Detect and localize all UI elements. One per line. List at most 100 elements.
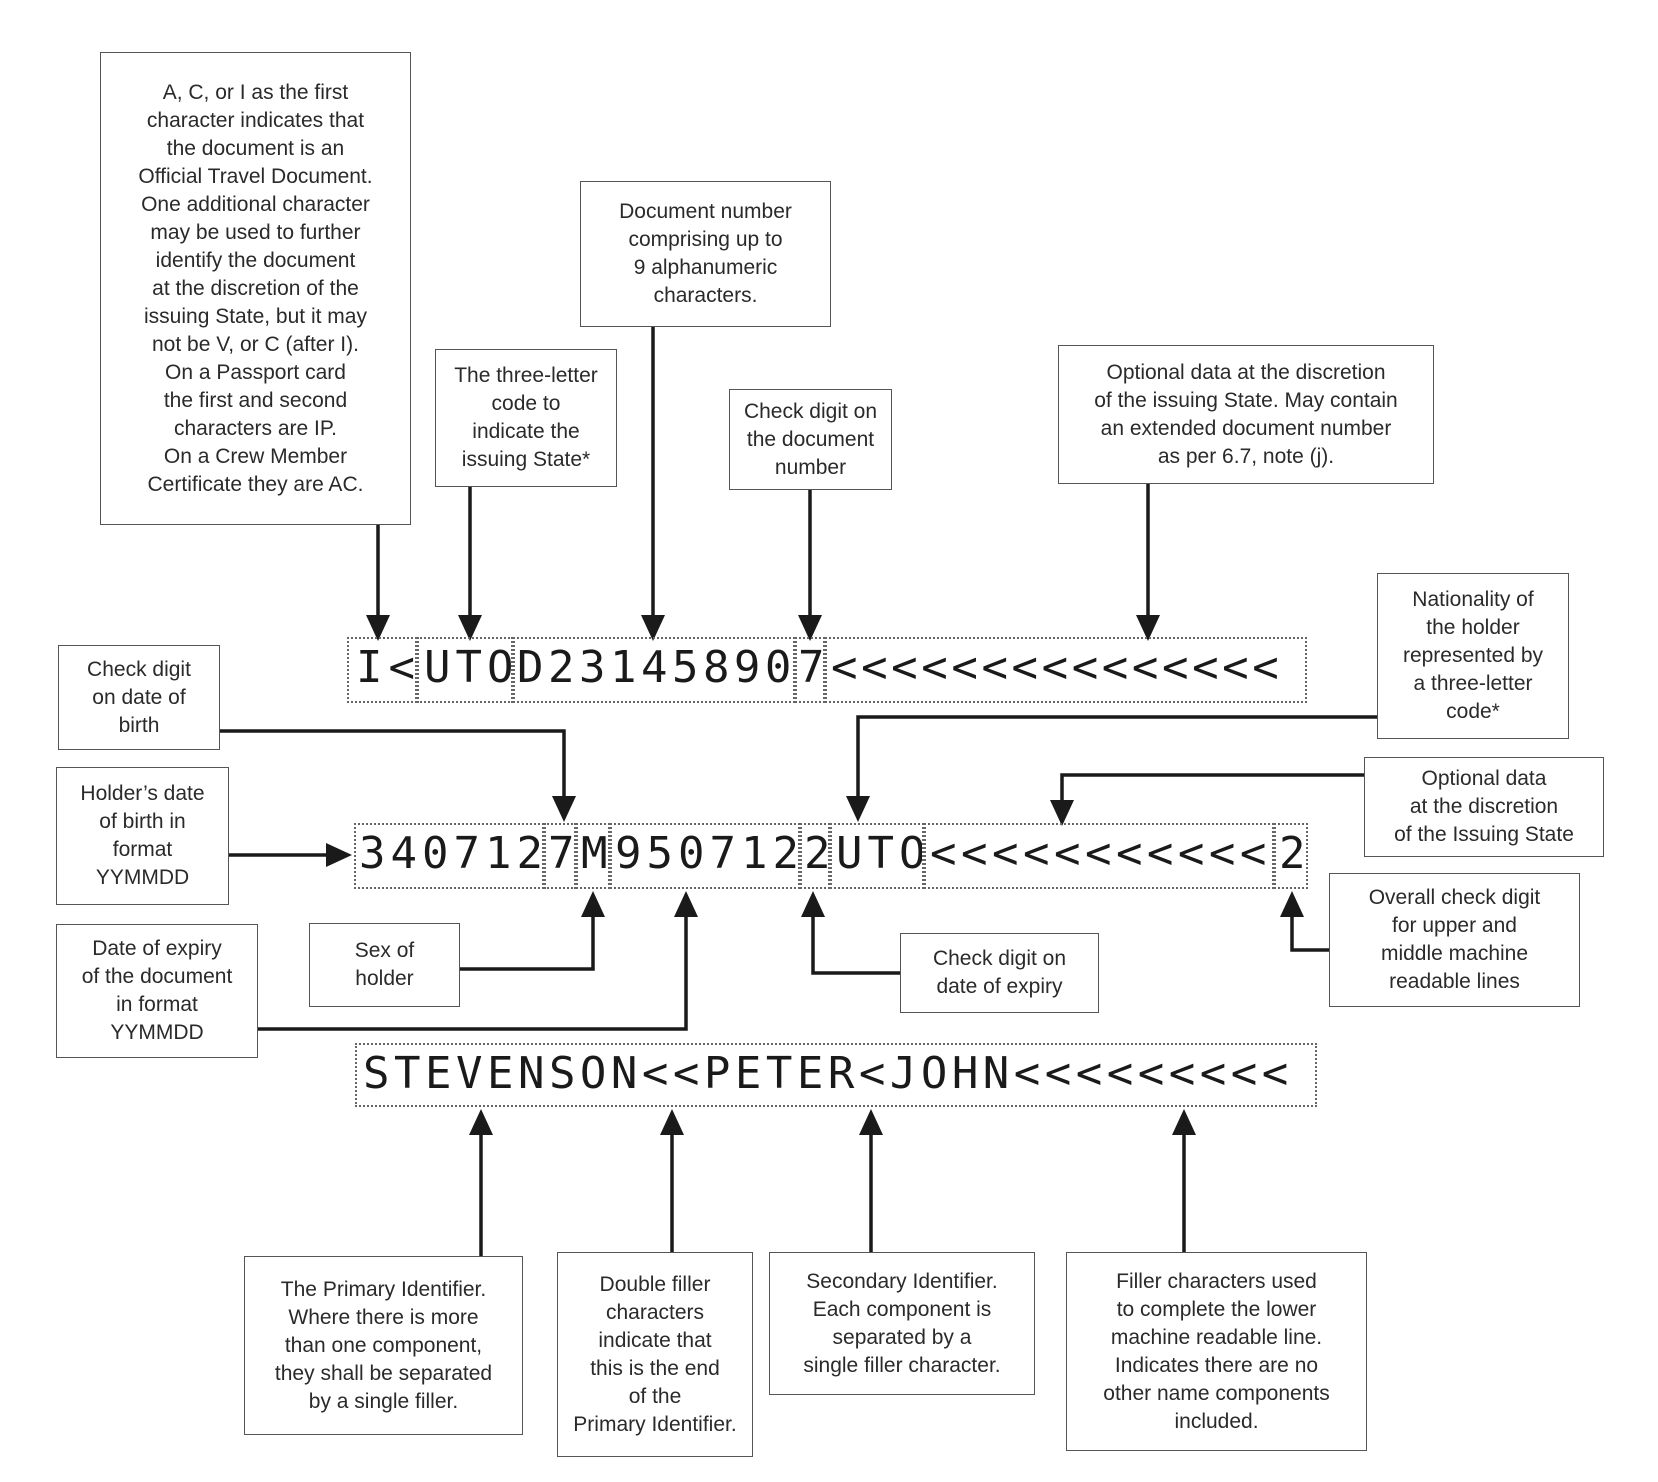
note-line: Date of expiry (92, 937, 222, 960)
note-line: YYMMDD (95, 866, 190, 889)
note-line: single filler character. (803, 1353, 1001, 1377)
sex-line (460, 911, 595, 971)
note-line: Secondary Identifier. (806, 1269, 998, 1293)
expiry-date-arrowhead (674, 891, 698, 917)
doc-number-arrowhead (641, 615, 665, 641)
expiry-check-line (811, 911, 900, 975)
optional2-arrowhead (1050, 800, 1074, 826)
optional1-arrowhead (1136, 615, 1160, 641)
mrz-line2-overall-check-digit: 2 (1274, 823, 1308, 889)
note-line: code* (1446, 700, 1500, 723)
note-line: YYMMDD (110, 1021, 204, 1044)
note-line: issuing State* (461, 448, 591, 471)
mrz-line2-birth-check-digit: 7 (544, 823, 576, 889)
note-line: format (112, 838, 173, 861)
note-secondary-identifier: Secondary Identifier. Each component is se… (769, 1252, 1035, 1395)
note-line: Check digit on (743, 399, 878, 423)
note-line: Indicates there are no (1114, 1353, 1319, 1377)
mrz-line1-document-number: D23145890 (513, 637, 795, 703)
note-line: the document is an (166, 136, 345, 160)
note-line: for upper and (1392, 914, 1517, 937)
note-line: of the issuing State. May contain (1094, 388, 1398, 412)
note-line: holder (355, 967, 414, 990)
note-text: The Primary Identifier.Where there is mo… (275, 1276, 492, 1416)
note-line: a three-letter (1413, 672, 1533, 695)
birth-check-line (220, 729, 566, 802)
note-line: represented by (1402, 644, 1544, 667)
note-line: characters. (653, 284, 758, 307)
note-line: Each component is (812, 1297, 992, 1321)
secondary-id-arrowhead (859, 1109, 883, 1135)
note-line: of birth in (99, 810, 186, 833)
note-line: Where there is more (288, 1305, 479, 1329)
note-line: this is the end (590, 1356, 720, 1380)
note-line: the holder (1426, 616, 1520, 639)
note-line: Check digit on (932, 947, 1067, 970)
sex-arrowhead (581, 891, 605, 917)
mrz-line2-expiry-check-digit: 2 (800, 823, 830, 889)
note-line: separated by a (832, 1325, 972, 1349)
note-line: characters (605, 1300, 705, 1324)
note-overall-check-digit: Overall check digit for upper and middle m… (1329, 873, 1580, 1007)
note-line: Filler characters used (1116, 1269, 1317, 1293)
doc-check-arrowhead (798, 615, 822, 641)
note-line: Double filler (599, 1272, 711, 1296)
note-line: an extended document number (1100, 416, 1392, 440)
note-line: they shall be separated (274, 1361, 493, 1385)
note-text: Double filler characters indicate that this… (573, 1271, 736, 1439)
birth-date-arrowhead (326, 843, 352, 867)
note-line: on date of (92, 685, 186, 709)
note-line: of the document (81, 965, 233, 988)
overall-check-line (1290, 911, 1329, 952)
mrz-line1-document-check-digit: 7 (795, 637, 825, 703)
note-line: included. (1174, 1409, 1259, 1433)
note-line: 9 alphanumeric (633, 256, 778, 279)
mrz-line2-nationality: UTO (830, 823, 924, 889)
doc-code-arrowhead (366, 615, 390, 641)
note-line: other name components (1103, 1381, 1330, 1405)
note-line: On a Passport card (165, 360, 346, 384)
note-line: may be used to further (150, 220, 361, 244)
mrz-line2-birth-date: 340712 (354, 823, 544, 889)
note-line: as per 6.7, note (j). (1157, 444, 1335, 468)
note-line: characters are IP. (173, 416, 337, 440)
note-line: of the (628, 1384, 682, 1408)
note-line: of the Issuing State (1394, 823, 1574, 846)
note-line: One additional character (141, 192, 370, 216)
note-line: at the discretion of the (152, 276, 359, 300)
note-line: indicate that (598, 1328, 712, 1352)
mrz-line1-optional-data: <<<<<<<<<<<<<<< (825, 637, 1307, 703)
note-line: birth (118, 713, 160, 737)
note-line: not be V, or C (after I). (151, 332, 359, 356)
mrz-line2-expiry-date: 950712 (610, 823, 800, 889)
mrz-line3-name: STEVENSON<<PETER<JOHN<<<<<<<<< (355, 1043, 1317, 1107)
note-line: middle machine (1380, 942, 1529, 965)
nationality-arrowhead (846, 796, 870, 822)
note-text: Secondary Identifier. Each component is se… (803, 1268, 1000, 1380)
mrz-line2-sex: M (576, 823, 610, 889)
note-line: the first and second (163, 388, 348, 412)
note-line: Primary Identifier. (573, 1412, 737, 1436)
note-primary-identifier: The Primary Identifier.Where there is mo… (244, 1256, 523, 1435)
mrz-line2-optional-data: <<<<<<<<<<< (924, 823, 1274, 889)
note-line: Holder’s date (80, 782, 205, 805)
issuing-state-arrowhead (458, 615, 482, 641)
nationality-line (856, 715, 1377, 802)
note-line: in format (116, 993, 198, 1016)
note-line: Optional data (1421, 767, 1547, 790)
note-line: Overall check digit (1368, 886, 1541, 909)
optional2-line (1060, 773, 1364, 806)
expiry-check-arrowhead (801, 891, 825, 917)
